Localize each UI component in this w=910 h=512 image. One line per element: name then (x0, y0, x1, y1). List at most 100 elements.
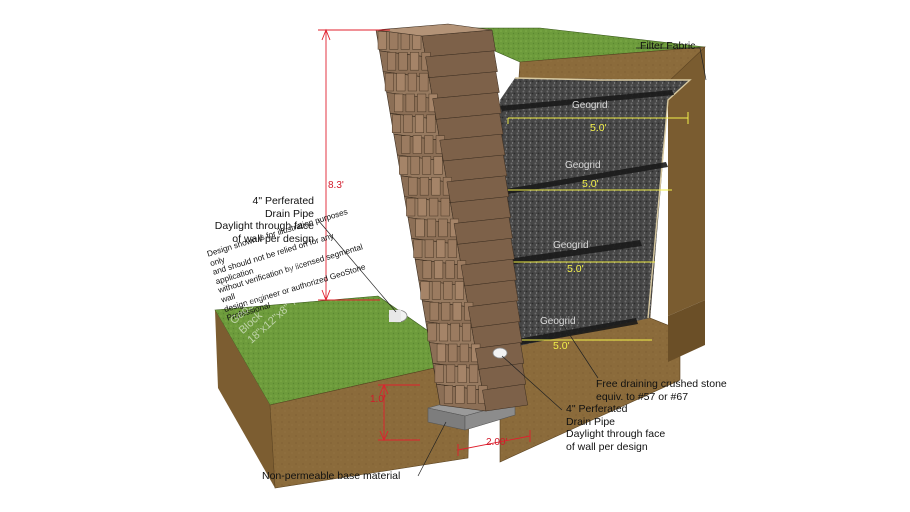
geogrid-length-3: 5.0' (567, 263, 584, 275)
wall-block (398, 52, 408, 71)
block-tail (471, 321, 523, 349)
block-tail (453, 217, 513, 245)
wall-block (422, 260, 432, 279)
wall-block (440, 197, 450, 217)
wall-block (403, 114, 413, 133)
wall-block (405, 93, 415, 113)
geogrid-label-2: Geogrid (565, 160, 601, 171)
base-width-dimension: 2.00' (486, 437, 508, 448)
wall-block (436, 343, 446, 363)
wall-block (441, 302, 451, 321)
wall-block (443, 385, 453, 404)
wall-block (429, 197, 439, 217)
wall-block (417, 197, 427, 217)
leader-lines (317, 47, 707, 477)
block-tail (432, 92, 502, 120)
block-tail (443, 154, 508, 183)
geogrid-length-2: 5.0' (582, 178, 599, 190)
wall-block (391, 114, 401, 133)
wall-block (396, 72, 406, 92)
wall-block (415, 218, 425, 238)
wall-block (413, 239, 423, 258)
geogrid-length-1: 5.0' (590, 122, 607, 134)
wall-block (446, 364, 456, 383)
dimension-lines (318, 28, 531, 456)
crushed-stone-line-2: equiv. to #57 or #67 (596, 390, 689, 403)
wall-block (452, 302, 462, 321)
block-tail (428, 71, 500, 99)
wall-block (410, 52, 420, 71)
base-material-label: Non-permeable base material (262, 470, 401, 482)
block-tail (482, 383, 528, 412)
wall-block (412, 135, 422, 154)
wall-height-dimension: 8.3' (328, 180, 344, 191)
block-tail (425, 50, 498, 78)
filter-fabric-label: Filter Fabric (640, 40, 696, 52)
drain-pipes (388, 309, 508, 359)
segmental-block-wall (375, 23, 528, 412)
wall-block (438, 218, 448, 238)
wall-block (469, 364, 479, 383)
gravel-backfill (500, 77, 692, 350)
crushed-stone-label: Free draining crushed stone equiv. to #5… (596, 378, 727, 403)
wall-block (389, 31, 399, 50)
wall-block (443, 281, 453, 300)
wall-block (406, 197, 416, 217)
block-tail (435, 113, 504, 141)
wall-block (410, 156, 420, 175)
block-tail (460, 258, 517, 287)
wall-block (434, 364, 444, 383)
wall-block (384, 72, 394, 92)
drain-upper-line-4: of wall per design (232, 232, 314, 245)
geogrid-length-4: 5.0' (553, 340, 570, 352)
drain-upper-line-3: Daylight through face (214, 220, 314, 232)
drain-lower-line-4: of wall per design (566, 440, 648, 453)
wall-block (387, 52, 397, 71)
block-tail (446, 175, 510, 203)
drain-lower-line-2: Drain Pipe (566, 415, 616, 428)
block-tail (450, 196, 511, 224)
wall-block (457, 364, 467, 383)
wall-block (414, 114, 424, 133)
foreground-ground (214, 295, 471, 489)
wall-block (417, 93, 427, 113)
block-tail (478, 363, 527, 391)
wall-block (407, 72, 417, 92)
wall-block (377, 31, 387, 50)
wall-block (399, 156, 409, 175)
wall-block (424, 135, 434, 154)
drain-pipe-label-upper: 4" Perferated Drain Pipe Daylight throug… (210, 195, 314, 245)
wall-block (439, 322, 449, 342)
wall-block (401, 135, 411, 154)
wall-block (408, 177, 418, 196)
wall-block (434, 260, 444, 279)
wall-block (431, 281, 441, 300)
wall-block (448, 343, 458, 363)
drain-pipe-label-lower: 4" Perferated Drain Pipe Daylight throug… (566, 403, 665, 453)
wall-block (424, 239, 434, 258)
wall-block (454, 281, 464, 300)
wall-block (431, 177, 441, 196)
wall-block (445, 260, 455, 279)
drain-lower-line-3: Daylight through face (566, 428, 666, 440)
wall-block (419, 72, 429, 92)
block-tail (439, 133, 506, 162)
geogrid-dimension-lines (500, 112, 689, 341)
block-tail (457, 238, 515, 266)
drain-upper-line-2: Drain Pipe (264, 207, 314, 220)
block-tail (467, 300, 521, 328)
wall-block (429, 302, 439, 321)
wall-block (462, 322, 472, 342)
wall-block (419, 177, 429, 196)
embedment-dimension: 1.0' (370, 394, 386, 405)
wall-block (459, 343, 469, 363)
wall-block (427, 218, 436, 238)
geogrid-label-1: Geogrid (572, 100, 608, 111)
wall-block (422, 156, 432, 175)
wall-block (455, 385, 465, 404)
wall-block (420, 281, 430, 300)
wall-block (447, 239, 457, 258)
wall-block (450, 322, 460, 342)
drain-upper-line-1: 4" Perferated (252, 195, 314, 207)
